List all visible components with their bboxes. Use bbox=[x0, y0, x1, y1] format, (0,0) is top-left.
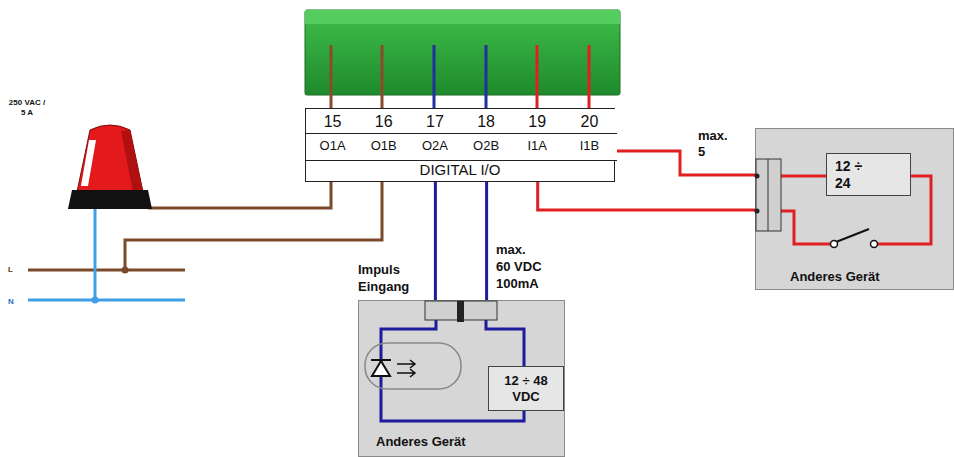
input-label: Impuls Eingang bbox=[358, 261, 424, 295]
wire-n bbox=[94, 206, 97, 300]
inner-wire bbox=[781, 211, 834, 244]
pin bbox=[536, 45, 539, 108]
plug-top bbox=[305, 10, 620, 24]
terminal-cell: 17O2A bbox=[408, 109, 462, 161]
connector-dot bbox=[755, 209, 760, 214]
terminal-cell: 16O1B bbox=[357, 109, 411, 161]
box-text: 12 ÷ 48 VDC bbox=[489, 373, 563, 405]
diode-bar bbox=[371, 359, 391, 361]
signal-name: O1A bbox=[306, 134, 359, 158]
terminal-cell: 18O2B bbox=[460, 109, 514, 161]
switch-lever bbox=[836, 229, 869, 242]
pin bbox=[381, 45, 384, 108]
signal-name: I1B bbox=[562, 134, 617, 158]
optocoupler-outline bbox=[365, 343, 461, 389]
device-housing: Anderes Gerät 12 ÷ 48 VDC bbox=[358, 300, 565, 457]
box-text: Anderes Gerät bbox=[376, 433, 466, 450]
line-name: N bbox=[8, 297, 18, 307]
wire-connector bbox=[617, 151, 755, 175]
rating-note: 250 VAC / 5 A bbox=[6, 98, 48, 118]
terminal-cell: 20I1B bbox=[562, 109, 617, 161]
pin bbox=[330, 45, 333, 108]
terminal-plug bbox=[305, 10, 620, 95]
box-text: 12 ÷ 24 bbox=[835, 158, 875, 192]
signal-name: O1B bbox=[357, 134, 410, 158]
junction-dot bbox=[122, 267, 129, 274]
connector-body bbox=[756, 159, 781, 231]
pin bbox=[433, 45, 436, 108]
terminal-number: 20 bbox=[562, 109, 617, 134]
terminal-number: 19 bbox=[511, 109, 564, 134]
wire-o1b bbox=[125, 182, 382, 270]
line-name: L bbox=[8, 265, 18, 275]
pin bbox=[588, 45, 591, 108]
terminal-number: 17 bbox=[408, 109, 461, 134]
supply-box: 12 ÷ 48 VDC bbox=[488, 366, 564, 411]
device-housing: Anderes Gerät 12 ÷ 24 bbox=[755, 128, 954, 290]
plug-pins bbox=[331, 45, 589, 108]
box-text: Anderes Gerät bbox=[790, 268, 880, 285]
limit-note: max. 5 bbox=[698, 128, 732, 160]
pin bbox=[485, 45, 488, 108]
terminal-number: 15 bbox=[306, 109, 359, 134]
terminal-cell: 19I1A bbox=[511, 109, 565, 161]
connector-divider bbox=[457, 301, 464, 322]
connector-divider bbox=[768, 159, 769, 231]
line-n bbox=[28, 299, 185, 302]
terminal-number: 16 bbox=[357, 109, 410, 134]
signal-name: I1A bbox=[511, 134, 564, 158]
switch-contact bbox=[871, 241, 878, 248]
beacon-base bbox=[68, 190, 152, 209]
junction-dot bbox=[92, 297, 99, 304]
limit-note: max. 60 VDC 100mA bbox=[496, 241, 543, 292]
signal-name: O2A bbox=[408, 134, 461, 158]
light-arrow bbox=[397, 360, 415, 368]
switch-contact bbox=[831, 241, 838, 248]
supply-box: 12 ÷ 24 bbox=[826, 153, 911, 196]
terminal-cell: 15O1A bbox=[306, 109, 360, 161]
beacon-highlight bbox=[81, 140, 96, 186]
diode-symbol bbox=[372, 361, 390, 376]
signal-name: O2B bbox=[460, 134, 513, 158]
beacon-shade bbox=[121, 130, 143, 192]
beacon-dome bbox=[77, 125, 143, 192]
connector-dot bbox=[755, 174, 760, 179]
line-l bbox=[28, 269, 185, 272]
terminal-block: DIGITAL I/O15O1A16O1B17O2A18O2B19I1A20I1… bbox=[305, 108, 615, 182]
light-arrow bbox=[397, 369, 415, 377]
inner-wire bbox=[486, 319, 524, 366]
block-title: DIGITAL I/O bbox=[306, 159, 614, 180]
terminal-number: 18 bbox=[460, 109, 513, 134]
connector-half bbox=[425, 301, 461, 320]
connector-half bbox=[461, 301, 497, 320]
inner-wire bbox=[781, 175, 826, 178]
wire-o1a bbox=[148, 182, 331, 208]
